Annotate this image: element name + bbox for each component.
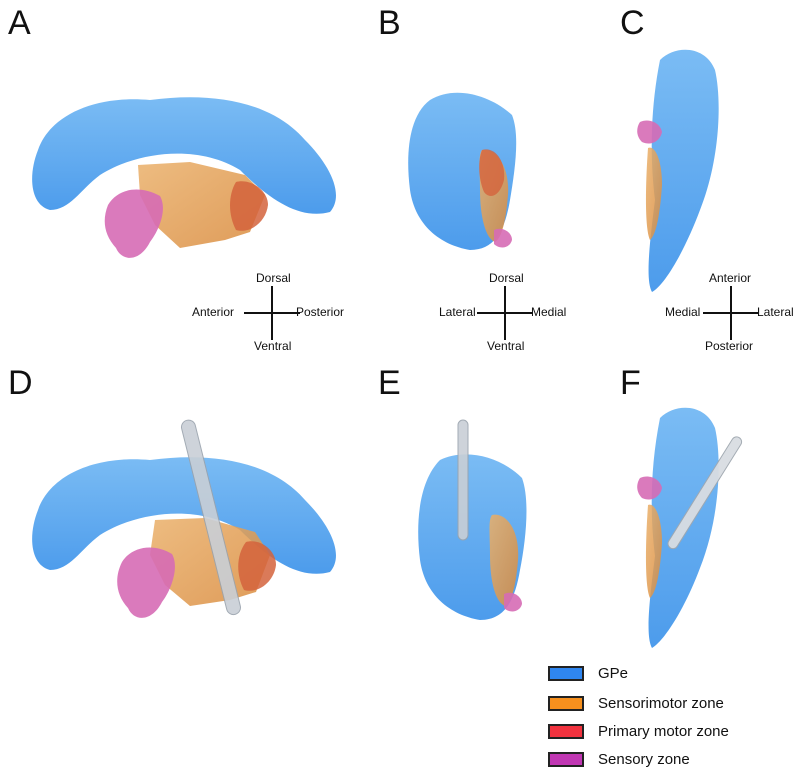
legend-label: GPe (598, 665, 629, 682)
sensorimotor-zone (645, 504, 662, 598)
label-dorsal: Dorsal (489, 271, 524, 285)
label-ventral: Ventral (254, 339, 292, 353)
panel-label-c: C (620, 4, 645, 42)
panel-label-b: B (378, 4, 401, 42)
label-ventral: Ventral (487, 339, 525, 353)
label-medial: Medial (665, 305, 701, 319)
primary-motor-zone (479, 149, 505, 196)
orientation-compass-coronal: Dorsal Ventral Lateral Medial (425, 268, 585, 358)
label-posterior: Posterior (296, 305, 345, 319)
sensory-zone (637, 120, 662, 144)
sensory-zone (637, 476, 662, 500)
legend-swatch (548, 752, 584, 767)
sensory-zone (504, 592, 522, 612)
panel-label-f: F (620, 364, 641, 402)
panel-f-rendering (637, 407, 743, 648)
sensorimotor-zone (138, 162, 265, 248)
panel-a-rendering (32, 97, 336, 258)
panel-b-rendering (408, 92, 517, 251)
sensory-zone (494, 228, 512, 248)
legend-label: Sensory zone (598, 751, 690, 768)
legend-label: Sensorimotor zone (598, 695, 724, 712)
legend-item-sensorimotor: Sensorimotor zone (548, 694, 788, 714)
compass-horizontal-axis (703, 312, 759, 314)
panel-label-a: A (8, 4, 31, 42)
legend-item-primary-motor: Primary motor zone (548, 722, 788, 742)
label-anterior: Anterior (192, 305, 235, 319)
label-dorsal: Dorsal (256, 271, 291, 285)
label-anterior: Anterior (709, 271, 752, 285)
label-lateral: Lateral (439, 305, 476, 319)
orientation-compass-axial: Anterior Posterior Medial Lateral (651, 268, 797, 358)
sensory-zone (117, 547, 175, 618)
primary-motor-zone (230, 181, 268, 231)
label-lateral: Lateral (757, 305, 794, 319)
sensorimotor-zone (489, 514, 519, 606)
panel-c-rendering (637, 49, 719, 292)
panel-e-rendering (418, 419, 527, 620)
primary-motor-zone (238, 541, 276, 591)
legend-swatch (548, 666, 584, 681)
panel-label-d: D (8, 364, 33, 402)
electrode (457, 419, 469, 541)
legend-swatch (548, 696, 584, 711)
label-medial: Medial (531, 305, 567, 319)
legend-label: Primary motor zone (598, 723, 729, 740)
compass-horizontal-axis (244, 312, 300, 314)
orientation-compass-sagittal: Dorsal Ventral Anterior Posterior (192, 268, 352, 358)
label-posterior: Posterior (705, 339, 754, 353)
panel-d-rendering (32, 419, 336, 618)
panel-label-e: E (378, 364, 401, 402)
sensorimotor-zone (150, 518, 270, 606)
electrode (667, 436, 743, 550)
gpe-structure (648, 49, 719, 292)
legend-item-sensory: Sensory zone (548, 750, 788, 770)
gpe-structure (32, 97, 336, 214)
legend-swatch (548, 724, 584, 739)
sensory-zone (104, 189, 163, 258)
legend-item-gpe: GPe (548, 664, 788, 684)
sensorimotor-zone (645, 147, 662, 240)
electrode (180, 419, 241, 616)
compass-horizontal-axis (477, 312, 533, 314)
